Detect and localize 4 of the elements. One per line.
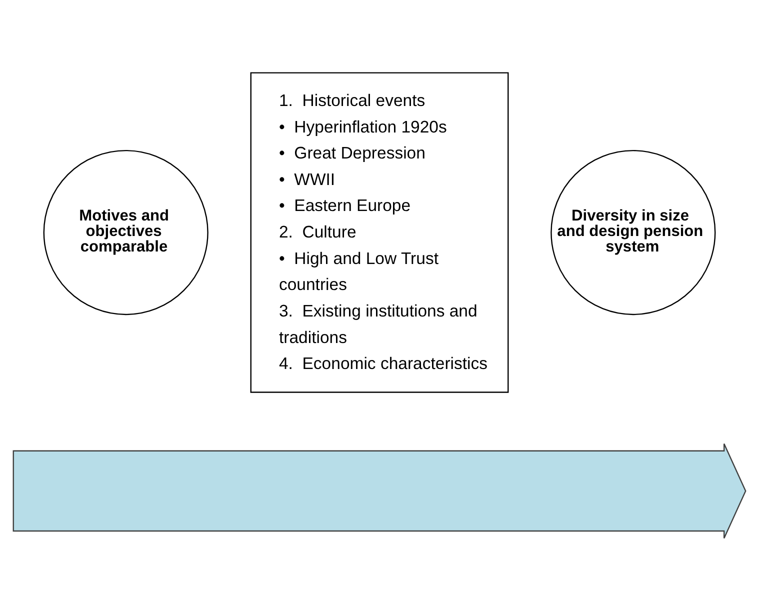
node-arrow <box>12 443 746 539</box>
node-box: 1. Historical events • Hyperinflation 1920s • Great Depression • WWII • Eastern Europe 2. Culture • High and Low Trust countries 3. Existing institutions and traditions 4. Economic characteristics <box>250 72 509 393</box>
node-circle: Motives and objectives comparable <box>43 150 208 316</box>
node-circle: Diversity in size and design pension system <box>550 150 716 316</box>
